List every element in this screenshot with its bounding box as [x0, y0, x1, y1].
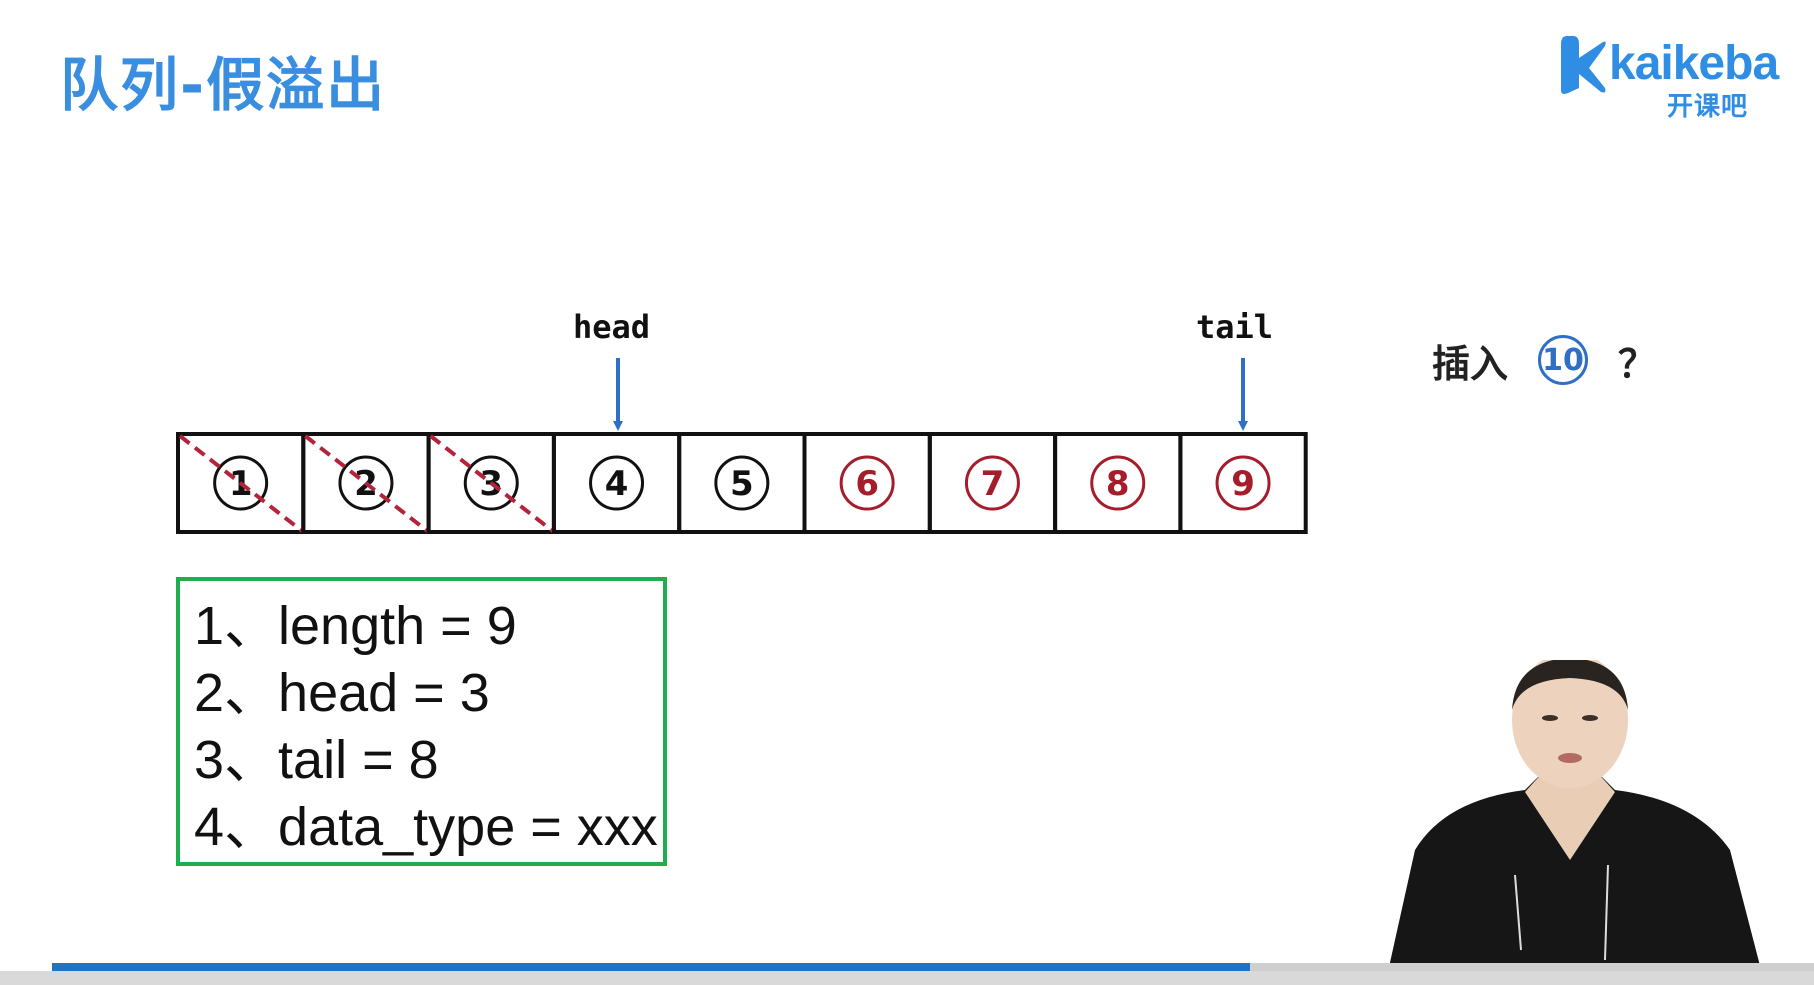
logo-sub-text: 开课吧 — [1667, 92, 1749, 122]
info-line-data-type: 4、data_type = xxx — [194, 797, 658, 857]
insert-text: 插入 — [1432, 340, 1509, 386]
cell-circle-9 — [1215, 455, 1271, 511]
queue-cell-1: 1 — [176, 432, 306, 534]
video-control-strip — [0, 971, 1814, 985]
cell-label-9: 9 — [1231, 464, 1255, 504]
logo-mark-icon — [1561, 36, 1606, 94]
tail-pointer-label: tail — [1196, 308, 1274, 346]
strike-line-1 — [178, 434, 305, 534]
cell-circle-5 — [714, 455, 770, 511]
insert-question: 插入 10 ？ — [1432, 330, 1656, 390]
cell-circle-6 — [839, 455, 895, 511]
strike-line-3 — [429, 434, 556, 534]
queue-cell-6: 6 — [802, 432, 932, 534]
slide-title: 队列-假溢出 — [60, 51, 387, 119]
cell-label-8: 8 — [1106, 464, 1130, 504]
strike-line-2 — [304, 434, 430, 534]
info-line-head: 2、head = 3 — [194, 663, 490, 723]
logo-brand-text: kaikeba — [1609, 37, 1779, 90]
cell-label-4: 4 — [605, 464, 629, 504]
queue-info-box: 1、length = 9 2、head = 3 3、tail = 8 4、dat… — [176, 577, 667, 866]
info-line-tail: 3、tail = 8 — [194, 730, 439, 790]
presenter-image — [1385, 660, 1765, 985]
queue-cell-3: 3 — [426, 432, 556, 534]
cell-circle-2 — [338, 455, 394, 511]
queue-cell-9: 9 — [1178, 432, 1308, 534]
head-pointer-label: head — [573, 308, 651, 346]
cell-label-7: 7 — [981, 464, 1005, 504]
queue-cell-2: 2 — [301, 432, 431, 534]
question-mark: ？ — [1618, 340, 1657, 386]
cell-circle-1 — [213, 455, 269, 511]
queue-cell-7: 7 — [927, 432, 1058, 534]
queue-cell-5: 5 — [677, 432, 807, 534]
kaikeba-logo: kaikeba 开课吧 — [1555, 30, 1785, 122]
insert-value-circle: 10 — [1538, 335, 1589, 385]
cell-circle-4 — [589, 455, 645, 511]
video-progress-fill — [52, 963, 1251, 971]
info-line-length: 1、length = 9 — [194, 596, 517, 656]
queue-cell-4: 4 — [551, 432, 682, 534]
queue-cell-8: 8 — [1053, 432, 1183, 534]
video-progress-bar[interactable] — [52, 963, 1814, 971]
cell-circle-3 — [463, 455, 519, 511]
cell-circle-8 — [1090, 455, 1146, 511]
cell-label-5: 5 — [730, 464, 754, 504]
cell-label-6: 6 — [855, 464, 879, 504]
cell-circle-7 — [964, 455, 1020, 511]
